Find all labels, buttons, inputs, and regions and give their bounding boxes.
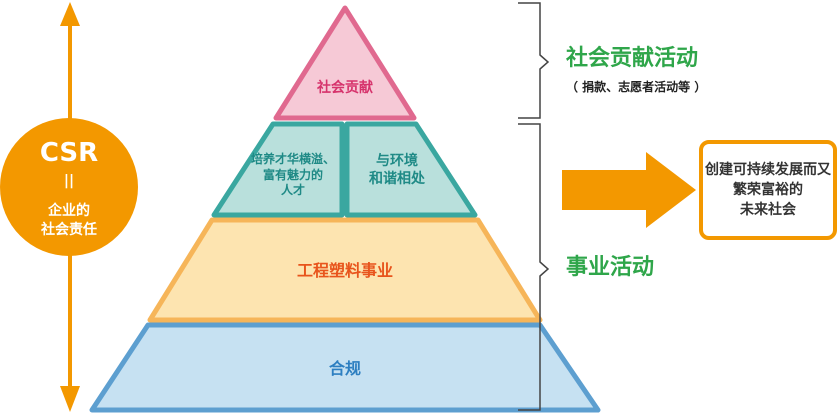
business-activity-title: 事业活动 — [566, 255, 655, 280]
csr-line2: 社会责任 — [41, 222, 97, 238]
social-activity-title: 社会贡献活动 — [566, 46, 699, 71]
label-environment: 与环境 和谐相处 — [352, 152, 442, 188]
csr-line1: 企业的 — [48, 203, 90, 219]
csr-equals: || — [63, 173, 75, 189]
pyramid-talent-layer — [211, 121, 345, 218]
social-activity-subtitle: （ 捐款、志愿者活动等 ） — [566, 80, 707, 94]
csr-circle: CSR || 企业的 社会责任 — [0, 118, 138, 256]
goal-line2: 繁荣富裕的 — [733, 181, 803, 198]
bracket-social — [518, 2, 550, 119]
label-plastics-business: 工程塑料事业 — [296, 261, 393, 280]
label-environment-line2: 和谐相处 — [369, 171, 425, 188]
goal-line3: 未来社会 — [740, 202, 796, 219]
label-environment-line1: 与环境 — [376, 153, 418, 169]
pyramid-environment-layer — [344, 121, 478, 218]
label-social-contribution: 社会贡献 — [317, 80, 373, 96]
label-talent-line1: 培养才华横溢、 — [250, 152, 335, 166]
pyramid-top-layer — [273, 5, 417, 121]
csr-acronym: CSR — [39, 138, 99, 168]
label-talent-line3: 人才 — [280, 183, 305, 198]
goal-line1: 创建可持续发展而又 — [705, 161, 831, 178]
pyramid-base-layer — [89, 322, 601, 413]
bracket-business — [518, 123, 550, 411]
label-talent-line2: 富有魅力的 — [262, 167, 323, 182]
sustainable-society-box: 创建可持续发展而又 繁荣富裕的 未来社会 — [699, 140, 837, 240]
right-arrow — [562, 152, 696, 228]
label-talent: 培养才华横溢、 富有魅力的 人才 — [238, 152, 348, 199]
label-compliance: 合规 — [328, 359, 361, 378]
